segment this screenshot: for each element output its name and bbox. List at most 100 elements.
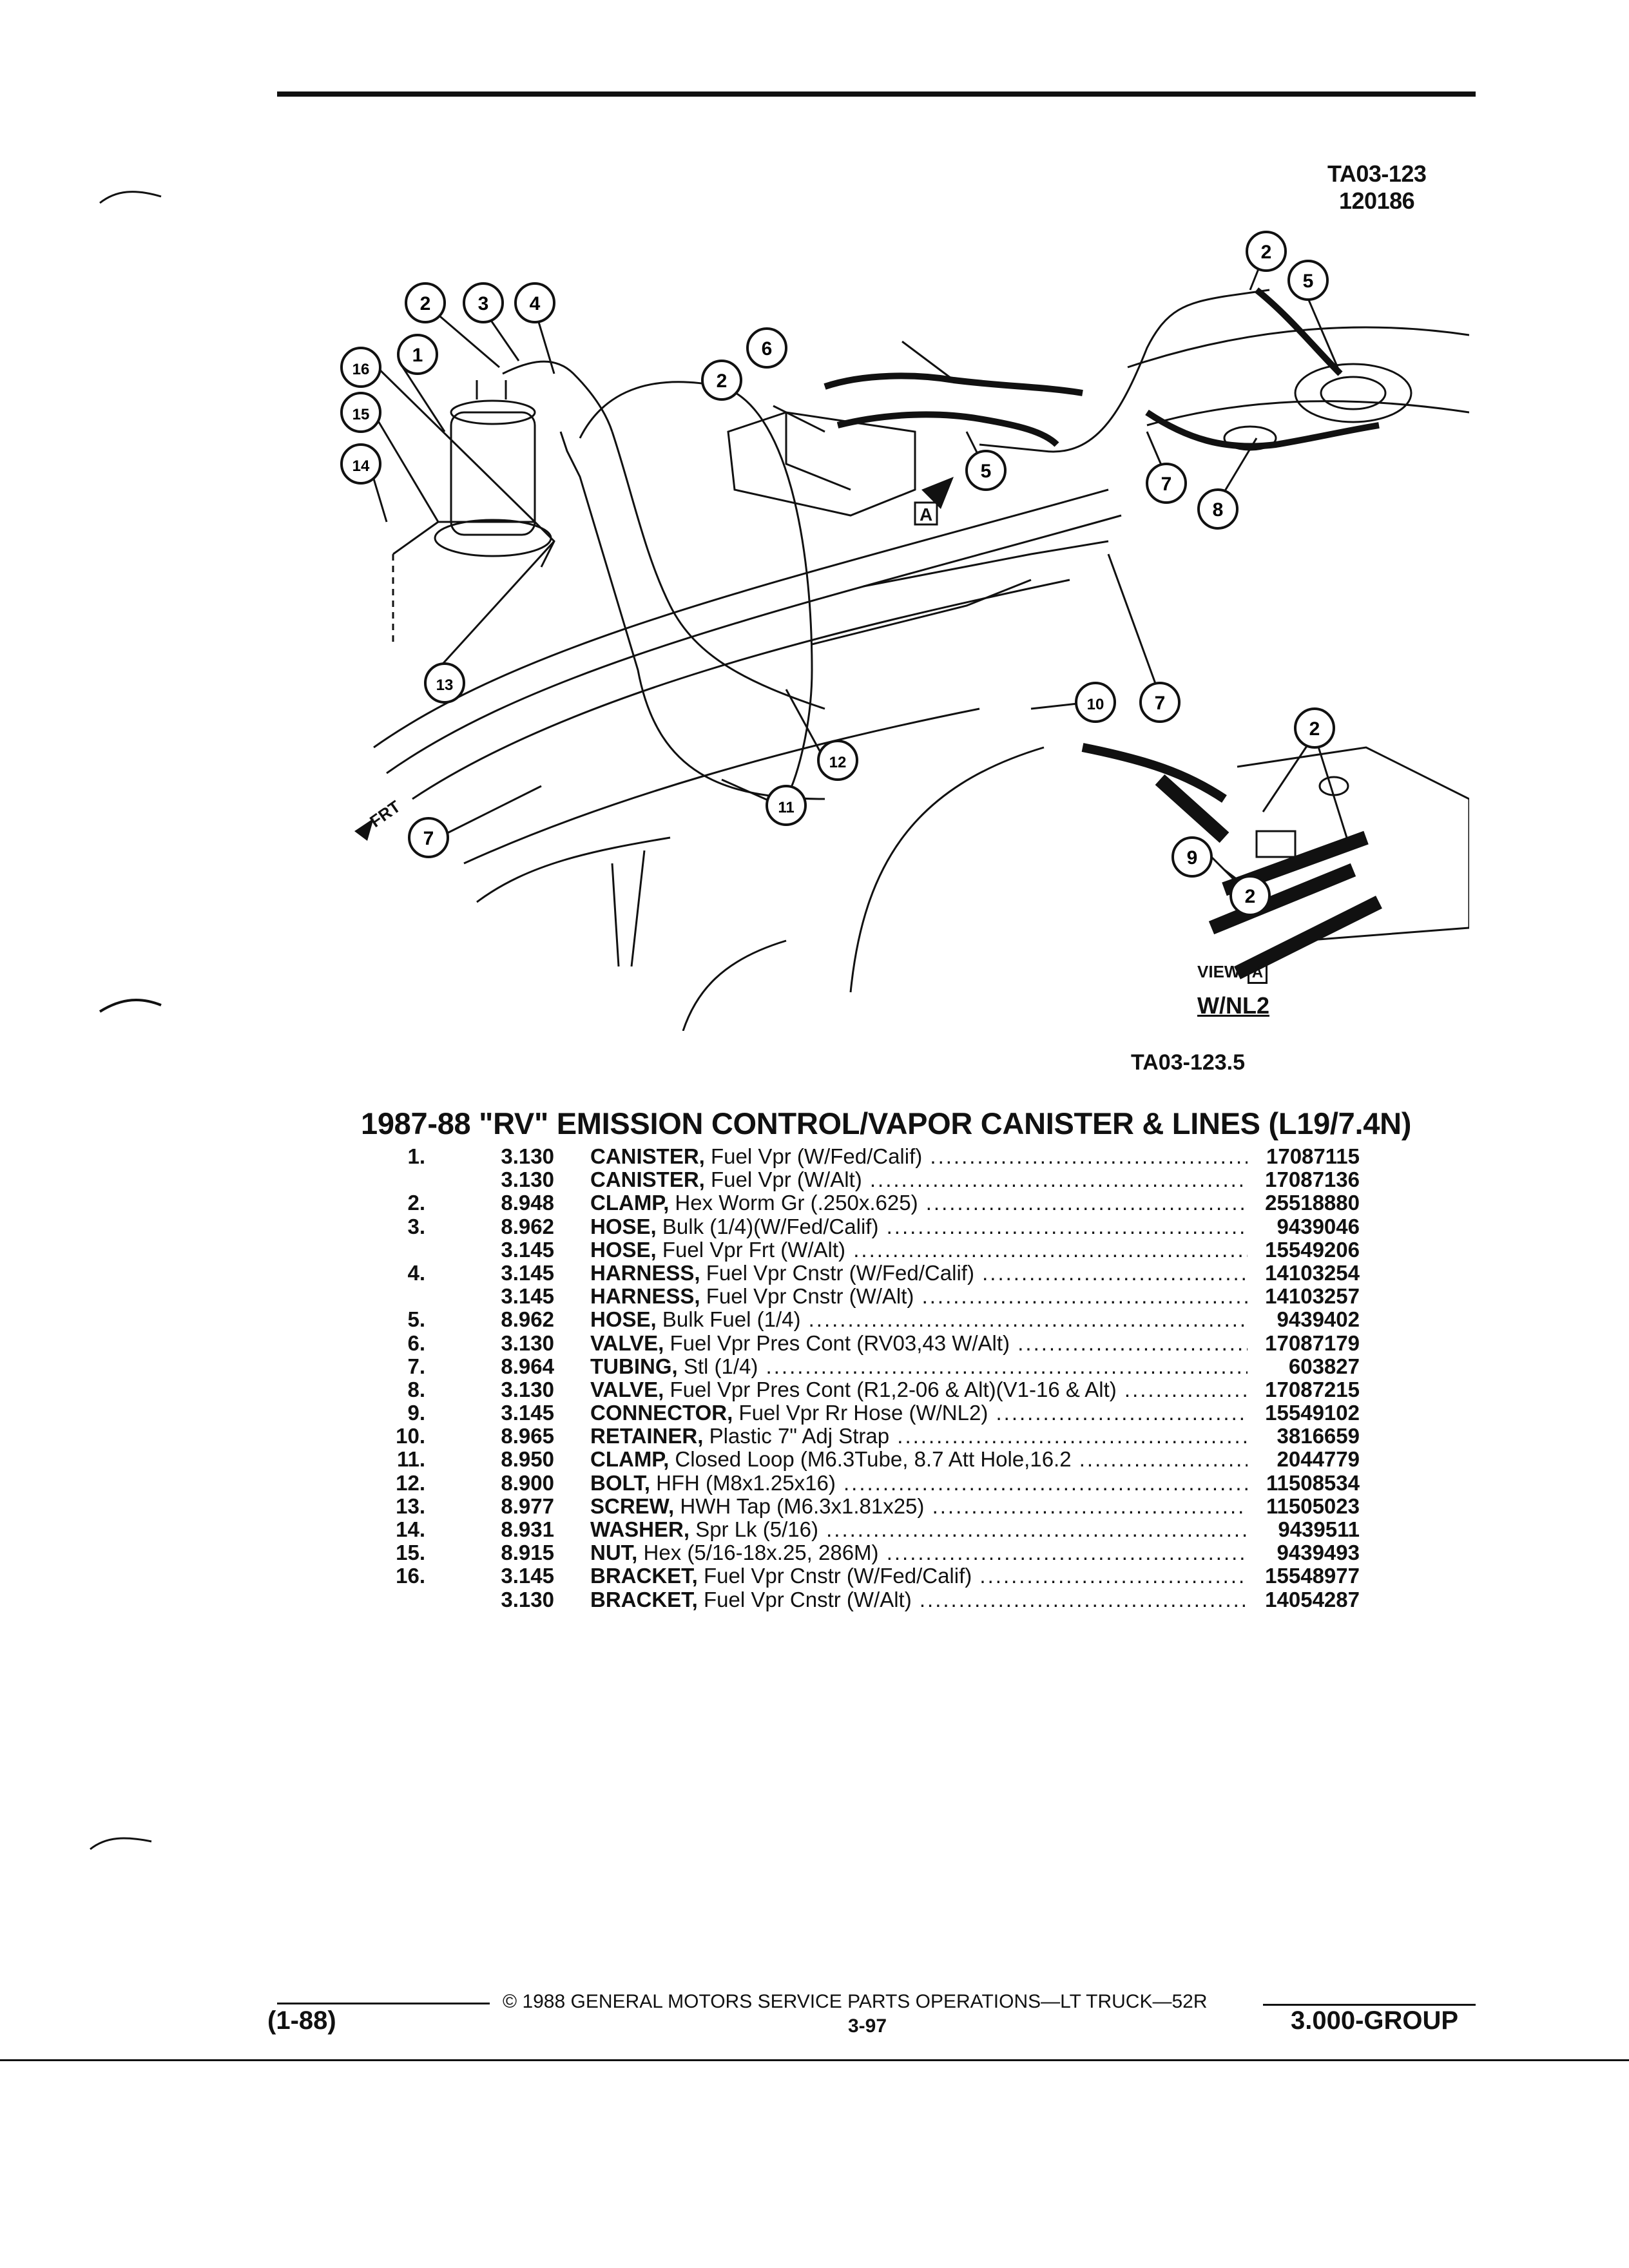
callout-5: 5 bbox=[965, 450, 1007, 491]
svg-text:11: 11 bbox=[778, 799, 794, 816]
part-detail: Fuel Vpr (W/Alt) bbox=[711, 1168, 862, 1192]
svg-text:15: 15 bbox=[352, 406, 370, 423]
part-description: HOSE, Bulk Fuel (1/4) ..................… bbox=[590, 1307, 1248, 1332]
bottom-rule bbox=[0, 2059, 1629, 2061]
part-group-number: 3.130 bbox=[501, 1587, 554, 1611]
svg-text:2: 2 bbox=[1245, 886, 1256, 907]
part-group-number: 8.900 bbox=[501, 1470, 554, 1495]
part-description: VALVE, Fuel Vpr Pres Cont (R1,2-06 & Alt… bbox=[590, 1378, 1248, 1402]
section-title: 1987-88 "RV" EMISSION CONTROL/VAPOR CANI… bbox=[361, 1106, 1412, 1140]
part-detail: Stl (1/4) bbox=[683, 1354, 758, 1378]
part-number: 15549206 bbox=[1265, 1237, 1360, 1262]
part-number: 9439511 bbox=[1278, 1517, 1360, 1541]
part-number: 17087136 bbox=[1265, 1168, 1360, 1192]
view-label: VIEW A bbox=[1197, 962, 1268, 984]
part-detail: Closed Loop (M6.3Tube, 8.7 Att Hole,16.2 bbox=[675, 1447, 1072, 1472]
part-detail: Hex (5/16-18x.25, 286M) bbox=[643, 1541, 879, 1565]
part-group-number: 3.145 bbox=[501, 1284, 554, 1309]
part-name: HARNESS, bbox=[590, 1260, 700, 1285]
svg-text:5: 5 bbox=[981, 461, 992, 482]
part-description: WASHER, Spr Lk (5/16) ..................… bbox=[590, 1517, 1248, 1542]
part-item-number: 7. bbox=[407, 1354, 425, 1378]
leader-dots: ........................................… bbox=[853, 1237, 1248, 1262]
figure-code: TA03-123.5 bbox=[1131, 1050, 1246, 1075]
leader-dots: ........................................… bbox=[932, 1494, 1248, 1518]
callout-8: 8 bbox=[1197, 488, 1239, 530]
part-item-number: 14. bbox=[396, 1517, 425, 1541]
footer-rule-right bbox=[1263, 2004, 1476, 2006]
part-detail: Spr Lk (5/16) bbox=[695, 1517, 818, 1541]
part-name: CANISTER, bbox=[590, 1168, 705, 1192]
part-description: SCREW, HWH Tap (M6.3x1.81x25) ..........… bbox=[590, 1494, 1248, 1519]
part-name: VALVE, bbox=[590, 1377, 664, 1401]
svg-text:8: 8 bbox=[1213, 499, 1224, 521]
part-name: HOSE, bbox=[590, 1237, 657, 1262]
part-group-number: 8.977 bbox=[501, 1494, 554, 1518]
part-item-number: 9. bbox=[407, 1401, 425, 1425]
part-item-number: 3. bbox=[407, 1214, 425, 1238]
view-variant: W/NL2 bbox=[1197, 992, 1269, 1019]
part-group-number: 8.964 bbox=[501, 1354, 554, 1378]
leader-dots: ........................................… bbox=[930, 1144, 1248, 1168]
svg-text:7: 7 bbox=[1155, 693, 1166, 714]
part-item-number: 15. bbox=[396, 1541, 425, 1565]
part-group-number: 8.915 bbox=[501, 1541, 554, 1565]
part-detail: Fuel Vpr Pres Cont (RV03,43 W/Alt) bbox=[670, 1331, 1010, 1355]
part-description: CANISTER, Fuel Vpr (W/Alt) .............… bbox=[590, 1168, 1248, 1192]
svg-text:3: 3 bbox=[478, 293, 489, 314]
part-item-number: 11. bbox=[396, 1447, 425, 1472]
part-group-number: 8.962 bbox=[501, 1307, 554, 1332]
leader-dots: ........................................… bbox=[996, 1401, 1248, 1425]
part-detail: Fuel Vpr Cnstr (W/Fed/Calif) bbox=[706, 1260, 974, 1285]
part-group-number: 3.145 bbox=[501, 1237, 554, 1262]
callout-5b: 5 bbox=[1287, 260, 1329, 301]
callout-2d: 2 bbox=[1294, 707, 1335, 749]
part-group-number: 3.130 bbox=[501, 1168, 554, 1192]
part-name: TUBING, bbox=[590, 1354, 678, 1378]
svg-text:14: 14 bbox=[352, 457, 370, 475]
date-code: (1-88) bbox=[267, 2006, 336, 2035]
part-name: HARNESS, bbox=[590, 1284, 700, 1309]
callout-9: 9 bbox=[1171, 836, 1213, 878]
leader-dots: ........................................… bbox=[886, 1541, 1248, 1565]
part-detail: Fuel Vpr Rr Hose (W/NL2) bbox=[738, 1401, 988, 1425]
svg-text:1: 1 bbox=[412, 345, 423, 366]
part-item-number: 8. bbox=[407, 1377, 425, 1401]
part-detail: HFH (M8x1.25x16) bbox=[656, 1470, 836, 1495]
callout-7b: 7 bbox=[1139, 682, 1181, 723]
part-description: HOSE, Bulk (1/4)(W/Fed/Calif) ..........… bbox=[590, 1215, 1248, 1239]
part-number: 2044779 bbox=[1277, 1447, 1360, 1472]
part-number: 14103254 bbox=[1265, 1260, 1360, 1285]
ref-date: 120186 bbox=[1339, 187, 1415, 214]
part-name: HOSE, bbox=[590, 1307, 657, 1332]
part-name: HOSE, bbox=[590, 1214, 657, 1238]
part-detail: Hex Worm Gr (.250x.625) bbox=[675, 1191, 918, 1215]
group-label: 3.000-GROUP bbox=[1291, 2006, 1459, 2035]
callout-4: 4 bbox=[514, 282, 555, 323]
leader-dots: ........................................… bbox=[886, 1214, 1248, 1238]
part-group-number: 8.965 bbox=[501, 1424, 554, 1448]
leader-dots: ........................................… bbox=[982, 1260, 1248, 1285]
part-name: BOLT, bbox=[590, 1470, 650, 1495]
svg-text:12: 12 bbox=[829, 754, 847, 771]
part-group-number: 3.130 bbox=[501, 1331, 554, 1355]
callout-12: 12 bbox=[817, 740, 858, 781]
part-detail: Fuel Vpr Cnstr (W/Fed/Calif) bbox=[704, 1564, 972, 1588]
part-description: CLAMP, Closed Loop (M6.3Tube, 8.7 Att Ho… bbox=[590, 1447, 1248, 1472]
svg-text:2: 2 bbox=[1261, 242, 1272, 263]
part-detail: Fuel Vpr Pres Cont (R1,2-06 & Alt)(V1-16… bbox=[670, 1377, 1117, 1401]
page-number: 3-97 bbox=[848, 2015, 887, 2037]
view-text: VIEW bbox=[1197, 962, 1240, 981]
callout-6: 6 bbox=[746, 327, 787, 369]
